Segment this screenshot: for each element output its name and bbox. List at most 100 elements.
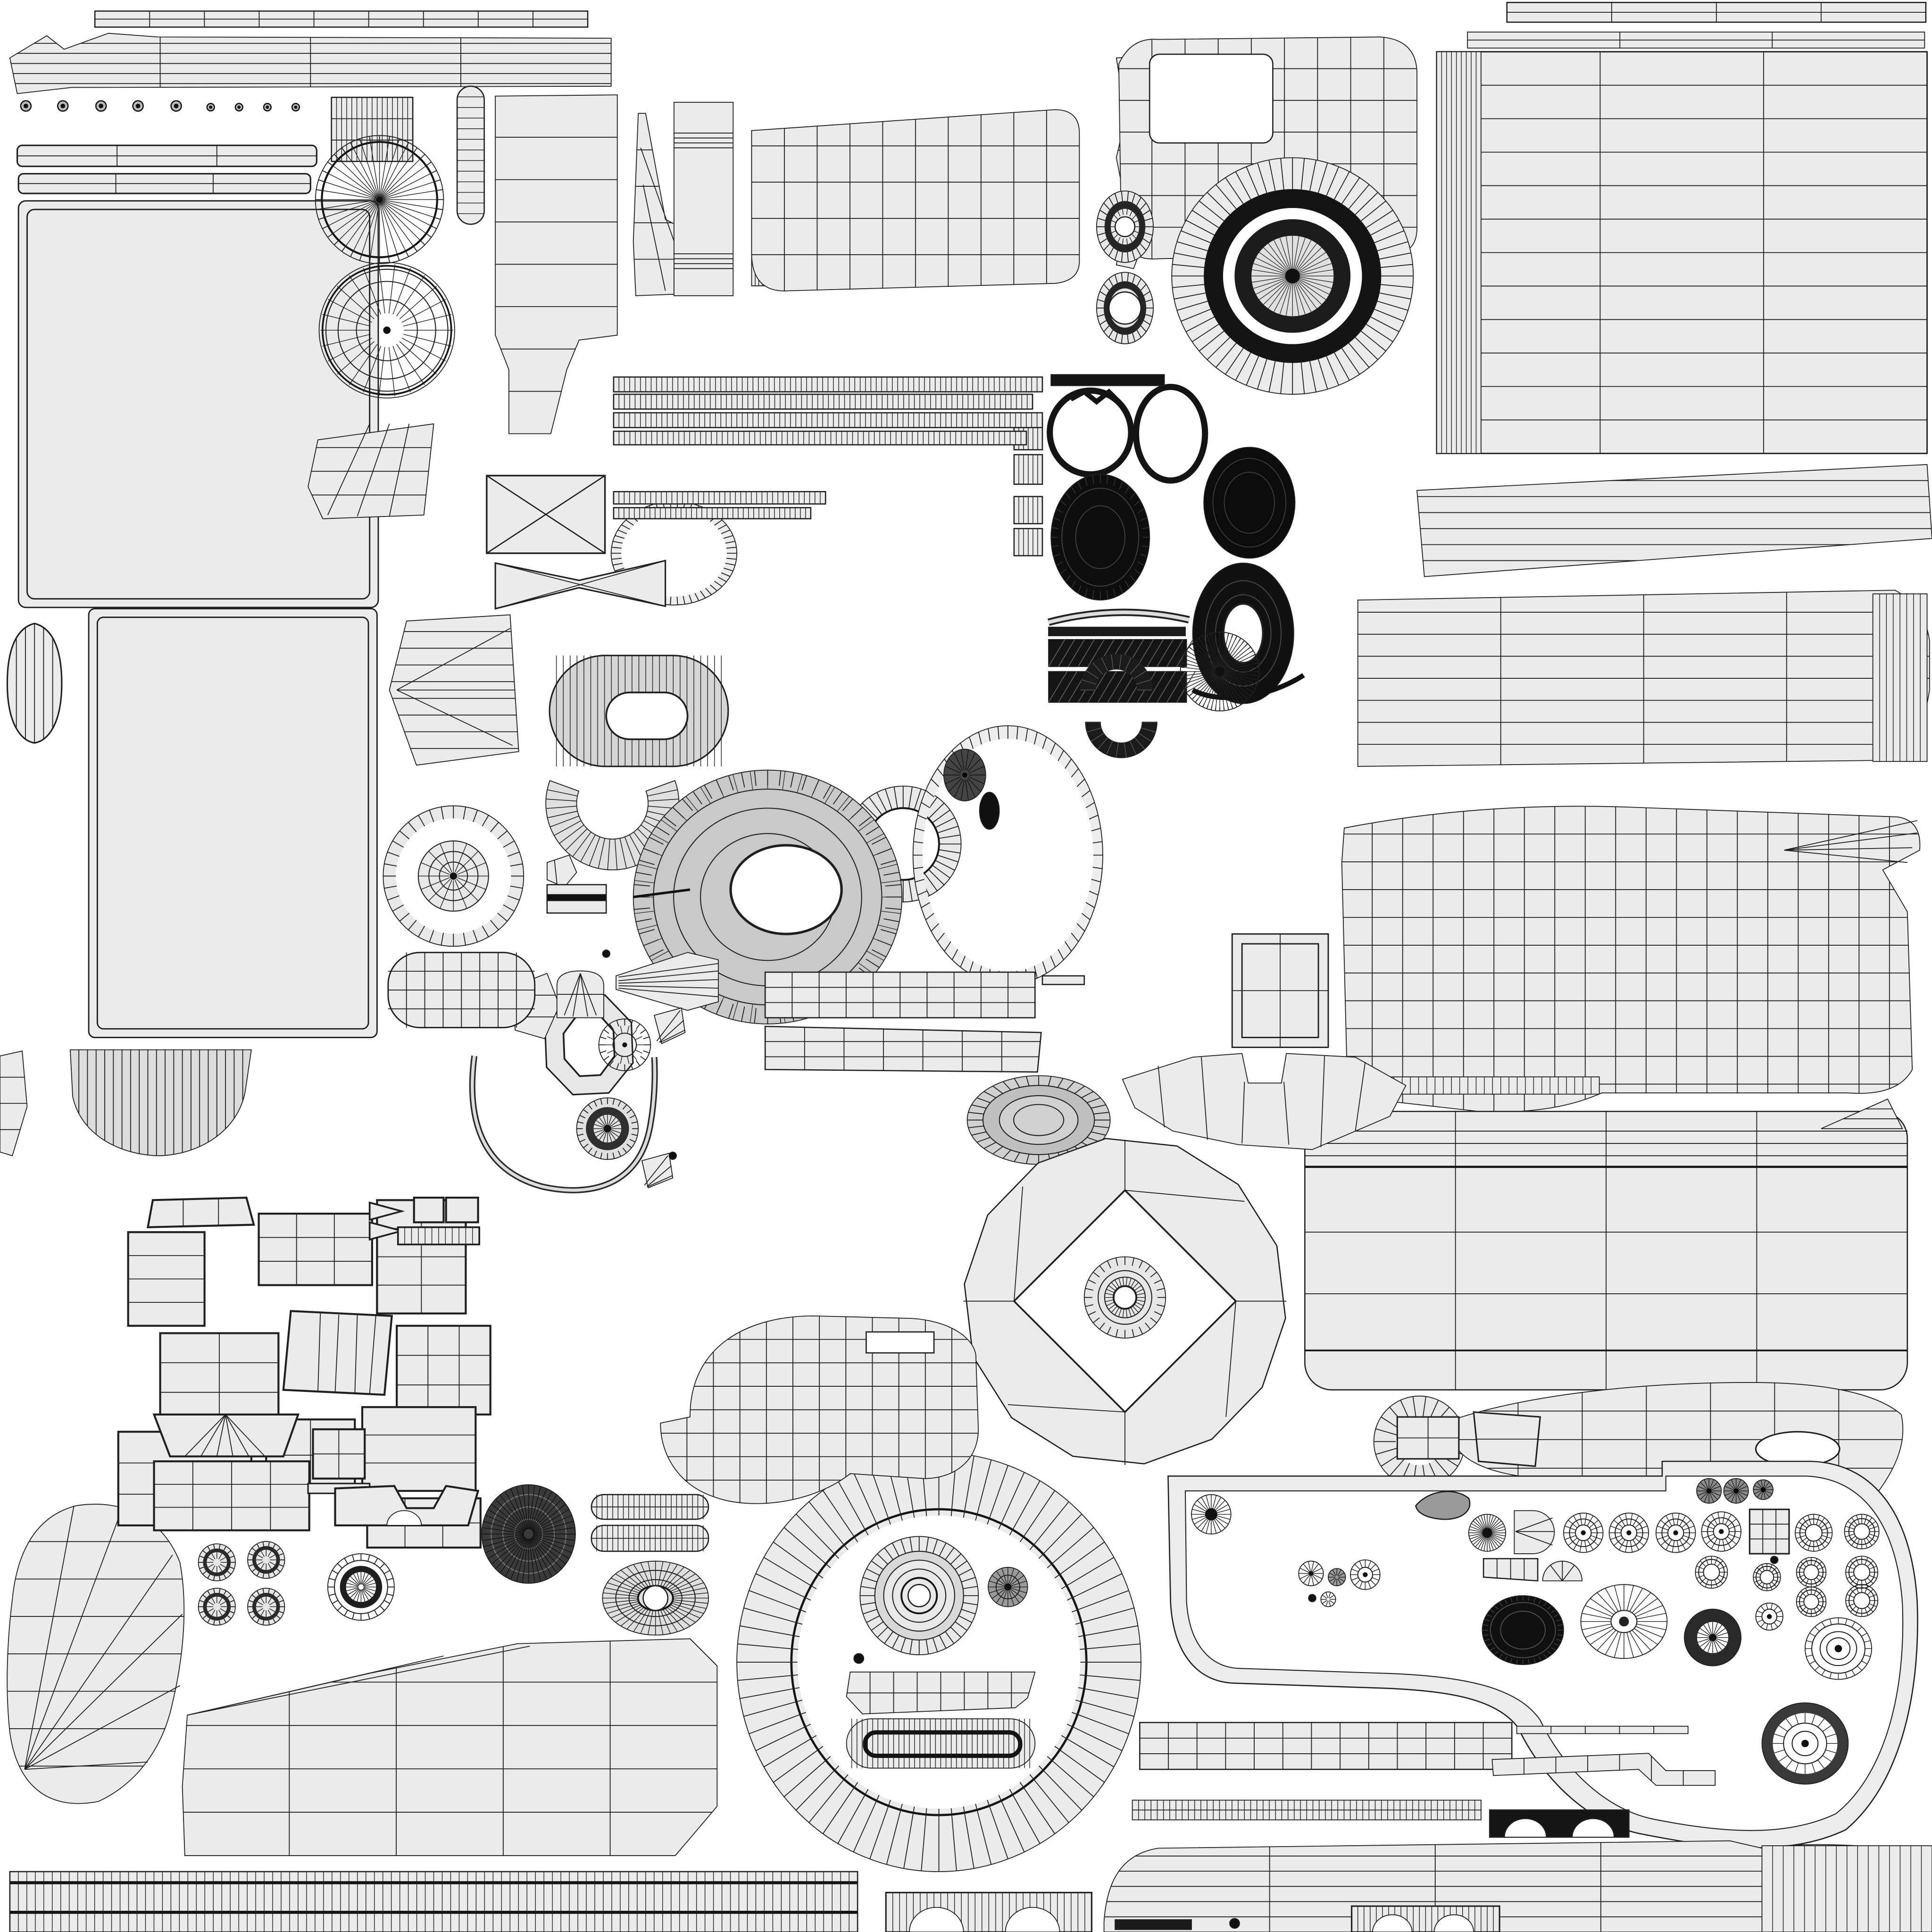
cab-window-hole [1149,53,1274,144]
dark-bridge-arch-1 [1504,1818,1547,1838]
dash-cluster-a [1298,1560,1324,1586]
mid-rod [1041,975,1085,985]
dash-pocket [1482,1558,1539,1582]
lamp-cone-a [308,423,434,519]
smile-slot-outer [846,1718,1036,1769]
gear-wheel-2 [247,1541,285,1579]
lamp-cone-b [389,614,519,766]
seat-base-bar [1139,1722,1513,1770]
quad-fan-trap [152,1413,300,1457]
torus-notch [633,888,691,899]
rt-roof-bar-2 [1467,32,1925,49]
running-strap-6 [613,507,812,520]
saddle-shoe [660,1315,979,1504]
dash-dial-r2b [1753,1563,1781,1591]
mini-radial-disc [943,749,986,801]
bottom-strip [9,1871,858,1932]
dash-dial-r1a [1563,1512,1604,1553]
mini-rib-block-3 [1013,496,1043,525]
dark-bit-dot [1229,1918,1240,1929]
rt-roof-bar-1 [1506,1,1927,23]
bridge-light-b-arch2 [1433,1914,1474,1932]
side-bar-1 [17,144,317,167]
body-flare-band [1761,1845,1932,1932]
dash-ring-dial [1684,1608,1742,1666]
capsule-bar-2 [591,1524,709,1552]
intake-duct [751,109,1080,291]
bed-panel-left-band [1436,51,1482,454]
running-strap-3 [613,412,1043,428]
left-sliver [0,1050,28,1157]
quad-patch-2 [127,1231,206,1327]
wedge-block-b [1473,1411,1541,1467]
dash-dial-r3a [1796,1586,1827,1617]
running-strap-1 [613,376,1043,392]
x-bowtie [494,559,666,610]
quad-pennant-2 [368,1221,405,1241]
fabric-canopy-panel [1341,806,1921,1113]
quad-arch-cut [386,1510,422,1526]
dash-row0-2 [1723,1478,1749,1504]
fan-wedge-1 [653,1007,686,1044]
big-tire [1171,157,1414,395]
quad-funnel [282,1310,393,1396]
shoe-notch [866,1331,935,1354]
belt-ring-b [912,725,1103,985]
quad-pennant-1 [368,1201,405,1221]
windshield-base [846,1671,1036,1715]
cone-knob [546,854,577,888]
c-arc-lower [1085,721,1158,758]
u-mud-flap [69,1049,252,1157]
quad-small-grid [312,1428,366,1480]
dash-domehalf [1542,1560,1583,1582]
thin-black-bar [1048,626,1186,636]
small-dot-b [602,949,610,958]
band-rect-stripe [546,894,607,901]
rib-capsule [456,85,485,225]
mini-rib-block-4 [1013,528,1043,557]
dash-horn-fan [1580,1584,1668,1659]
capsule-bar-1 [591,1494,709,1520]
horn-hub [859,1536,979,1656]
running-strap-2 [613,393,1033,410]
c-arc-upper [1080,654,1153,691]
arc-strip [1048,608,1190,626]
stadium-donut-hole [605,691,689,741]
teardrop-knob [6,623,63,744]
dash-dial-topleft [1191,1494,1232,1535]
bridge-light-b-arch1 [1372,1914,1413,1932]
u-stay-rod [469,1055,658,1193]
side-bar-2 [17,173,311,194]
rope-kink [1069,388,1121,405]
ribbed-strap-b [1132,1799,1482,1821]
hub-wheel [602,1560,709,1636]
bridge-light-a-arch1 [908,1907,964,1932]
quad-patch-9 [361,1406,477,1492]
mini-black-pill [979,791,1000,830]
black-strap-thin [1050,374,1165,386]
dome-hat [966,1075,1111,1165]
dash-dial-r2c [1796,1557,1827,1588]
dash-dial-r2a [1695,1556,1728,1589]
dash-dial-r1c [1655,1512,1696,1553]
dash-dial-r1f [1844,1514,1880,1549]
fan-disk-b [318,262,455,399]
dash-dial-r1e [1795,1514,1833,1552]
gear-ring-small-2 [1096,272,1154,344]
hood-right-band [1872,593,1928,762]
ribbed-square [331,97,414,162]
dash-row0-3 [1753,1479,1774,1500]
dash-dial-r1b [1608,1512,1649,1553]
wagon-wheel [383,805,525,947]
mid-bar-2 [764,1025,1042,1073]
seat-tank-panel [1304,1110,1908,1391]
dash-lobe-dial [1761,1702,1849,1785]
torus-hole [729,844,843,935]
gear-wheel-4 [247,1588,285,1626]
hood-side-panel [1357,590,1930,767]
mid-bar-1 [764,971,1036,1019]
gear-ring-small-1 [1096,190,1154,263]
gear-wheel-3 [198,1588,236,1626]
dash-sunfan [1468,1514,1507,1552]
rivet-dot-row [20,100,300,112]
